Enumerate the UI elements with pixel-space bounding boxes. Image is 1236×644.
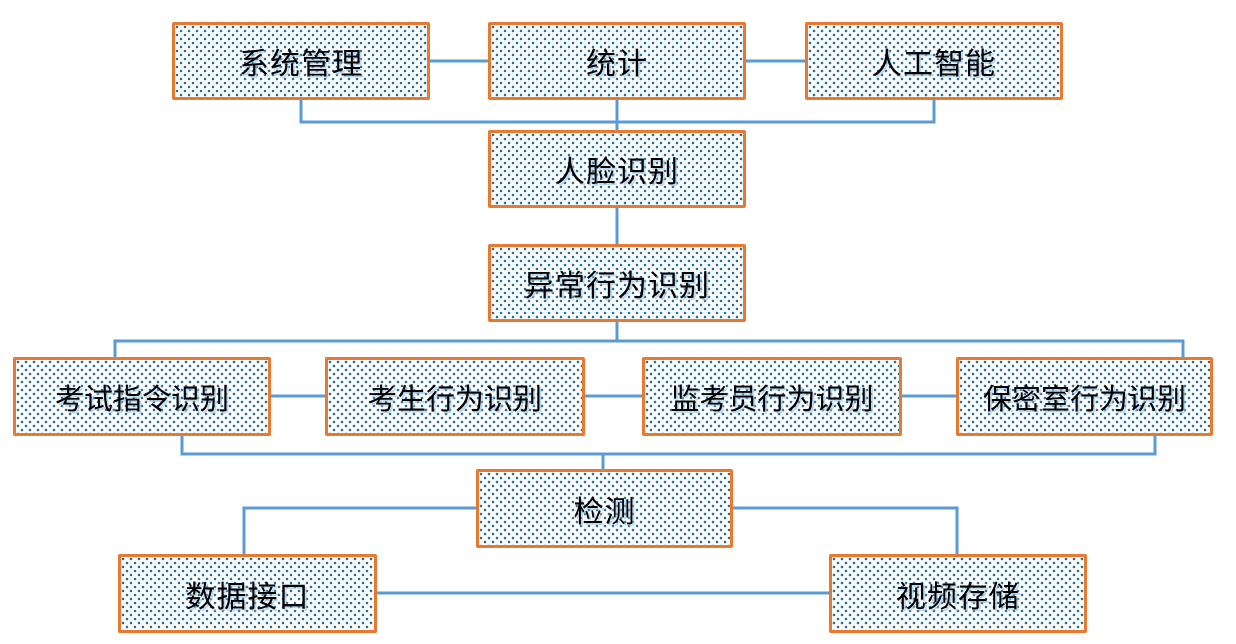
node-face-recognition-label: 人脸识别 (555, 156, 679, 189)
node-face-recognition[interactable]: 人脸识别 (488, 130, 746, 208)
node-video-storage-label: 视频存储 (896, 580, 1020, 614)
node-data-interface-label: 数据接口 (185, 580, 310, 614)
node-examinee-behavior-recognition-label: 考生行为识别 (367, 383, 542, 416)
node-abnormal-behavior-recognition[interactable]: 异常行为识别 (488, 244, 746, 322)
node-video-storage[interactable]: 视频存储 (829, 554, 1087, 633)
node-system-management-label: 系统管理 (239, 48, 363, 81)
node-detection[interactable]: 检测 (476, 469, 733, 548)
node-secret-room-behavior-recognition-label: 保密室行为识别 (982, 383, 1186, 416)
connector-detection-videostorage (733, 506, 959, 554)
node-secret-room-behavior-recognition[interactable]: 保密室行为识别 (956, 357, 1213, 436)
node-exam-instruction-recognition[interactable]: 考试指令识别 (13, 357, 271, 436)
node-invigilator-behavior-recognition[interactable]: 监考员行为识别 (642, 357, 902, 436)
connector-row4-bus-top (113, 339, 1185, 357)
node-statistics-label: 统计 (586, 48, 648, 81)
connector-detection-datainterface (242, 506, 476, 554)
node-detection-label: 检测 (573, 495, 636, 529)
node-exam-instruction-recognition-label: 考试指令识别 (54, 383, 229, 416)
node-abnormal-behavior-recognition-label: 异常行为识别 (524, 270, 710, 303)
node-artificial-intelligence[interactable]: 人工智能 (805, 22, 1063, 100)
connector-row4-bus-bottom (180, 436, 1157, 456)
node-statistics[interactable]: 统计 (488, 22, 746, 100)
node-invigilator-behavior-recognition-label: 监考员行为识别 (670, 383, 874, 416)
node-artificial-intelligence-label: 人工智能 (872, 48, 996, 81)
node-system-management[interactable]: 系统管理 (172, 22, 430, 100)
node-examinee-behavior-recognition[interactable]: 考生行为识别 (325, 357, 585, 436)
node-data-interface[interactable]: 数据接口 (118, 554, 377, 633)
